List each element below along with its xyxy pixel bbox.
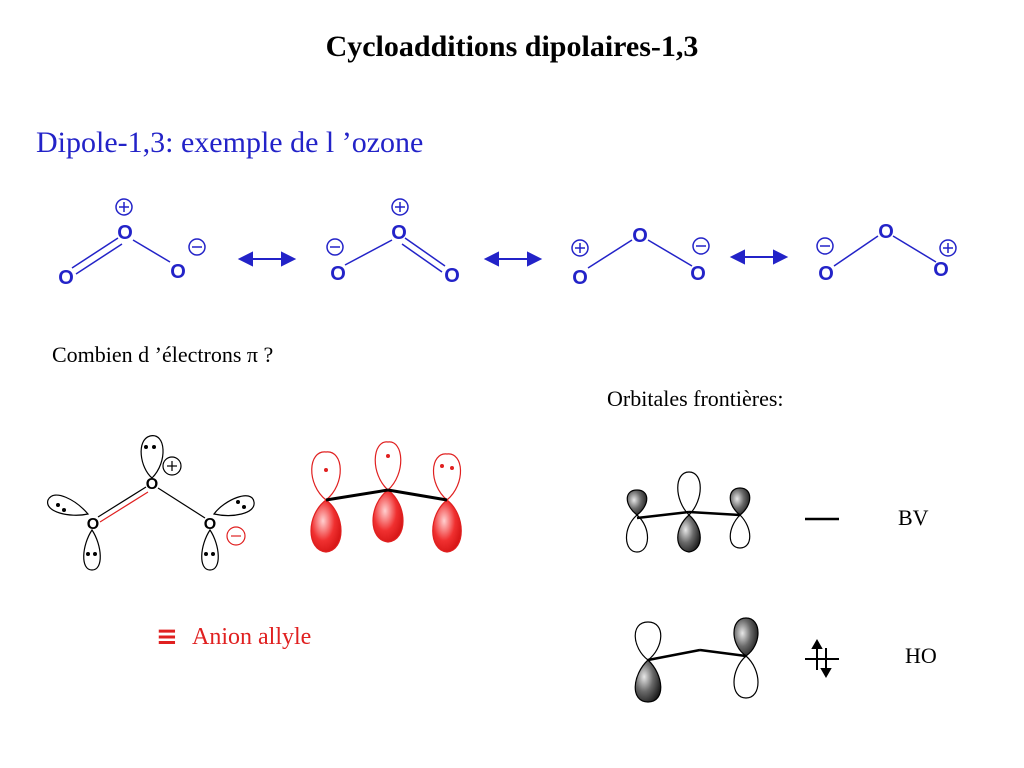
atom-o: O [444,265,460,287]
atom-o: O [572,267,588,289]
electron-pair-icon [805,638,839,679]
lumo-orbital [625,471,751,553]
homo-label: HO [905,643,937,668]
atom-o: O [170,261,186,283]
atom-o: O [878,221,894,243]
atom-o: O [330,263,346,285]
atom-o: O [58,267,74,289]
pi-electrons-question: Combien d ’électrons π ? [52,342,274,367]
atom-o: O [146,476,158,493]
page-title: Cycloadditions dipolaires-1,3 [325,30,699,63]
atom-o: O [204,516,216,533]
lumo-label: BV [898,505,929,530]
atom-o: O [632,225,648,247]
atom-o: O [690,263,706,285]
section-subtitle: Dipole-1,3: exemple de l ’ozone [36,126,424,159]
double-headed-arrow-icon [237,249,789,267]
frontier-orbitals-title: Orbitales frontières: [607,386,784,411]
atom-o: O [818,263,834,285]
atom-o: O [391,222,407,244]
allyl-anion-label: Anion allyle [192,624,312,650]
atom-o: O [87,516,99,533]
atom-o: O [933,259,949,281]
equivalence-symbol: ≡ [156,622,178,652]
atom-o: O [117,222,133,244]
homo-orbital [634,617,759,703]
